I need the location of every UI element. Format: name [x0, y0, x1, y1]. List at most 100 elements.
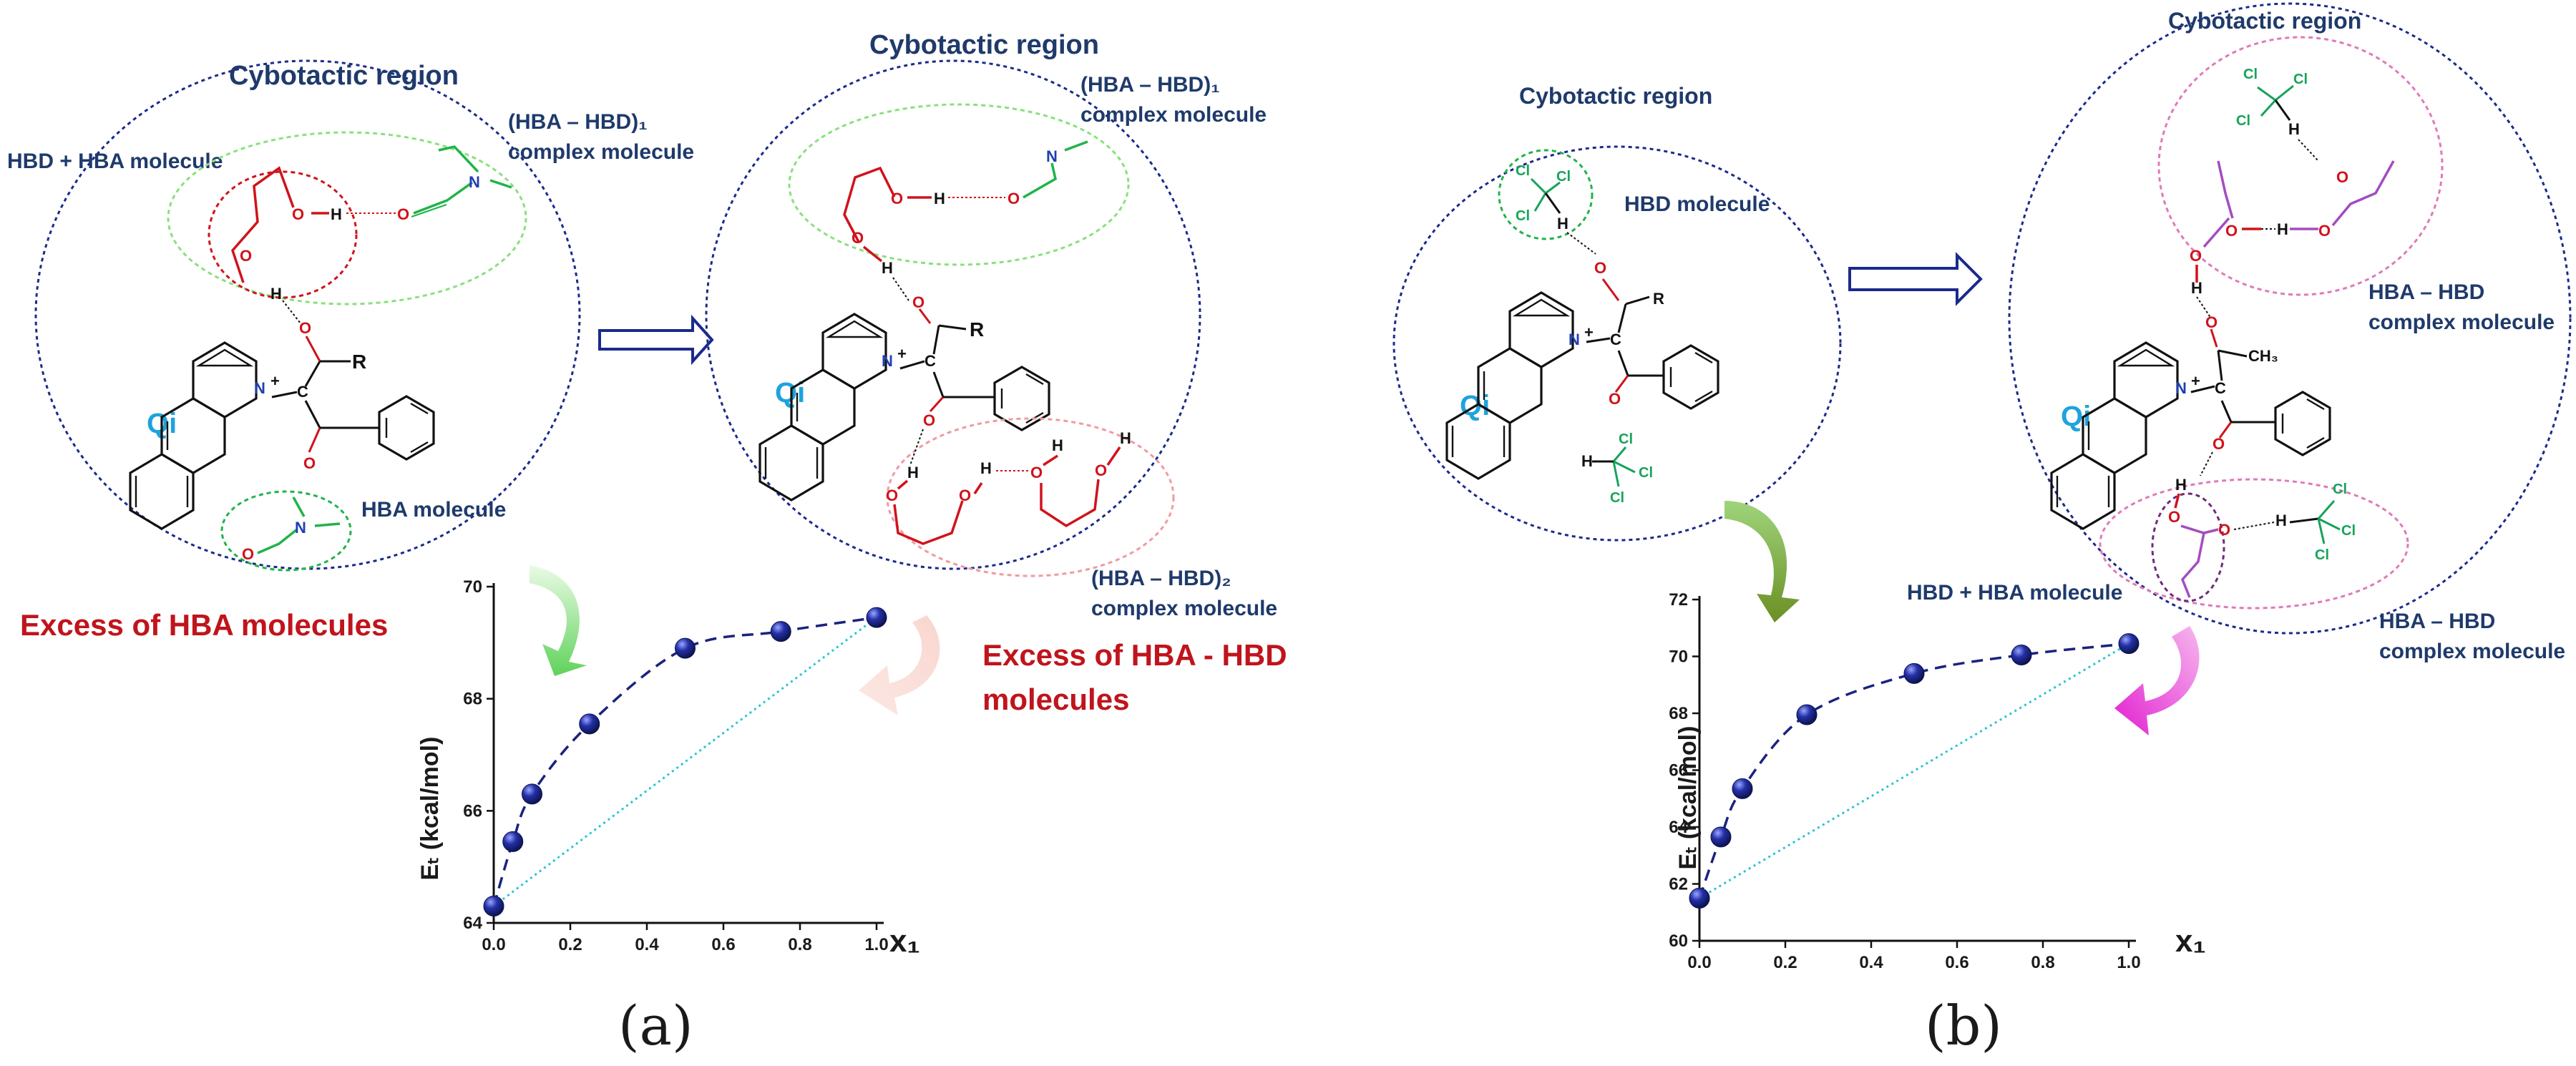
svg-text:O: O — [299, 319, 311, 337]
svg-text:N: N — [295, 519, 306, 537]
excess-hba-label: Excess of HBA molecules — [20, 608, 388, 642]
svg-text:O: O — [852, 229, 864, 247]
svg-text:H: H — [1120, 429, 1131, 447]
svg-text:H: H — [980, 459, 992, 477]
svg-text:O: O — [923, 411, 935, 429]
complex1-ellipse-a-right — [788, 103, 1130, 266]
svg-text:R: R — [970, 318, 984, 341]
complex1-label-a-line2: complex molecule — [508, 140, 694, 164]
hbd-hba-label-a: HBD + HBA molecule — [7, 150, 223, 173]
complex-ellipse-b-top — [2157, 36, 2444, 296]
qi-label-b-right: Qi — [2061, 401, 2091, 432]
y-axis-label: Eₜ (kcal/mol) — [416, 737, 444, 881]
cybotactic-circle-b-left — [1392, 145, 1842, 542]
svg-text:+: + — [1584, 323, 1594, 341]
x-tick-label: 0.2 — [558, 935, 582, 954]
svg-text:O: O — [2336, 168, 2348, 186]
hbd-hba-label-b: HBD + HBA molecule — [1907, 581, 2122, 605]
olive-curved-arrow-b — [1724, 501, 1800, 622]
svg-text:CH₃: CH₃ — [2248, 347, 2278, 365]
svg-text:H: H — [1052, 436, 1063, 454]
y-tick-label: 70 — [1669, 647, 1688, 667]
svg-text:C: C — [1610, 331, 1621, 348]
svg-text:O: O — [1030, 464, 1043, 481]
y-tick-label: 66 — [463, 801, 482, 821]
cybotactic-circle-b-right — [2008, 2, 2572, 635]
x-tick-label: 1.0 — [2117, 953, 2140, 972]
complex-ellipse-b-bottom — [2099, 478, 2409, 610]
cybotactic-title-b-left: Cybotactic region — [1519, 83, 1712, 109]
panel-b: Cybotactic region HBD molecule Qi Cl Cl … — [1392, 2, 2572, 1057]
complex-top-label-b-line2: complex molecule — [2368, 310, 2555, 334]
svg-text:O: O — [2205, 313, 2218, 331]
svg-text:Cl: Cl — [1639, 465, 1653, 481]
svg-text:O: O — [2168, 508, 2180, 526]
data-point — [2118, 633, 2140, 655]
y-axis-label: Eₜ (kcal/mol) — [1674, 726, 1702, 870]
hbd-circle-b — [1498, 149, 1594, 240]
data-point — [1689, 887, 1710, 909]
svg-text:H: H — [2288, 120, 2300, 138]
cybotactic-title-a-left: Cybotactic region — [229, 61, 459, 91]
svg-text:Cl: Cl — [2341, 523, 2356, 539]
transition-arrow-b — [1848, 252, 1983, 306]
svg-text:H: H — [2191, 279, 2202, 297]
hbd-label-b: HBD molecule — [1624, 192, 1770, 216]
svg-text:N: N — [1046, 147, 1058, 165]
hba-circle-b — [2151, 492, 2225, 602]
complex-bot-label-b-line1: HBA – HBD — [2379, 610, 2495, 633]
hba-label-a: HBA molecule — [361, 498, 506, 522]
x-tick-label: 0.6 — [711, 935, 735, 954]
svg-text:Cl: Cl — [2293, 72, 2308, 87]
svg-text:Cl: Cl — [2333, 481, 2347, 497]
svg-text:R: R — [352, 351, 366, 373]
complex1-label-a-right-line2: complex molecule — [1080, 103, 1267, 127]
svg-text:+: + — [897, 345, 907, 363]
x-tick-label: 0.4 — [1859, 953, 1883, 972]
complex1-label-a-line1: (HBA – HBD)₁ — [508, 110, 648, 134]
svg-text:O: O — [2190, 247, 2202, 265]
svg-text:Cl: Cl — [1619, 431, 1633, 447]
panel-a: Cybotactic region HBD + HBA molecule (HB… — [7, 30, 1287, 1057]
svg-text:N: N — [2175, 379, 2187, 397]
complex2-label-a-line1: (HBA – HBD)₂ — [1091, 567, 1231, 590]
x-tick-label: 0.0 — [482, 935, 505, 954]
data-point — [579, 713, 600, 735]
svg-text:O: O — [242, 545, 254, 563]
svg-text:O: O — [959, 486, 971, 504]
hbd-h1: H — [331, 205, 342, 223]
hba-o-complex-a: O — [397, 205, 409, 223]
green-curved-arrow-a — [530, 565, 587, 676]
hba-n-complex-a: N — [469, 173, 480, 191]
svg-text:R: R — [1653, 290, 1664, 308]
x-axis-label: x₁ — [889, 924, 920, 959]
data-point — [502, 831, 524, 852]
data-point — [866, 607, 887, 628]
svg-text:O: O — [2218, 521, 2230, 539]
svg-text:Cl: Cl — [1610, 490, 1624, 506]
hbd-molecule-a — [231, 166, 295, 283]
data-point — [2011, 645, 2032, 666]
hbd-circle-a — [208, 170, 358, 299]
svg-text:H: H — [1581, 452, 1593, 470]
y-tick-label: 64 — [463, 914, 482, 933]
hbd-o2: O — [240, 247, 252, 265]
cybotactic-title-b-right: Cybotactic region — [2168, 8, 2361, 34]
data-point — [675, 637, 696, 659]
svg-text:C: C — [2215, 379, 2226, 397]
excess-hba-hbd-label-line1: Excess of HBA - HBD — [982, 638, 1287, 672]
complex1-label-a-right-line1: (HBA – HBD)₁ — [1080, 73, 1220, 97]
complex2-label-a-line2: complex molecule — [1091, 597, 1277, 620]
cybotactic-circle-a-left — [34, 59, 581, 570]
pink-curved-arrow-a — [859, 615, 940, 715]
y-tick-label: 64 — [1669, 818, 1688, 837]
hba-circle-a — [220, 490, 352, 572]
data-point — [522, 783, 542, 805]
data-point — [1710, 826, 1732, 848]
svg-text:O: O — [1095, 461, 1107, 479]
svg-text:Cl: Cl — [1556, 169, 1571, 185]
transition-arrow-a — [598, 314, 714, 366]
panel-b-caption: (b) — [1925, 994, 2002, 1057]
